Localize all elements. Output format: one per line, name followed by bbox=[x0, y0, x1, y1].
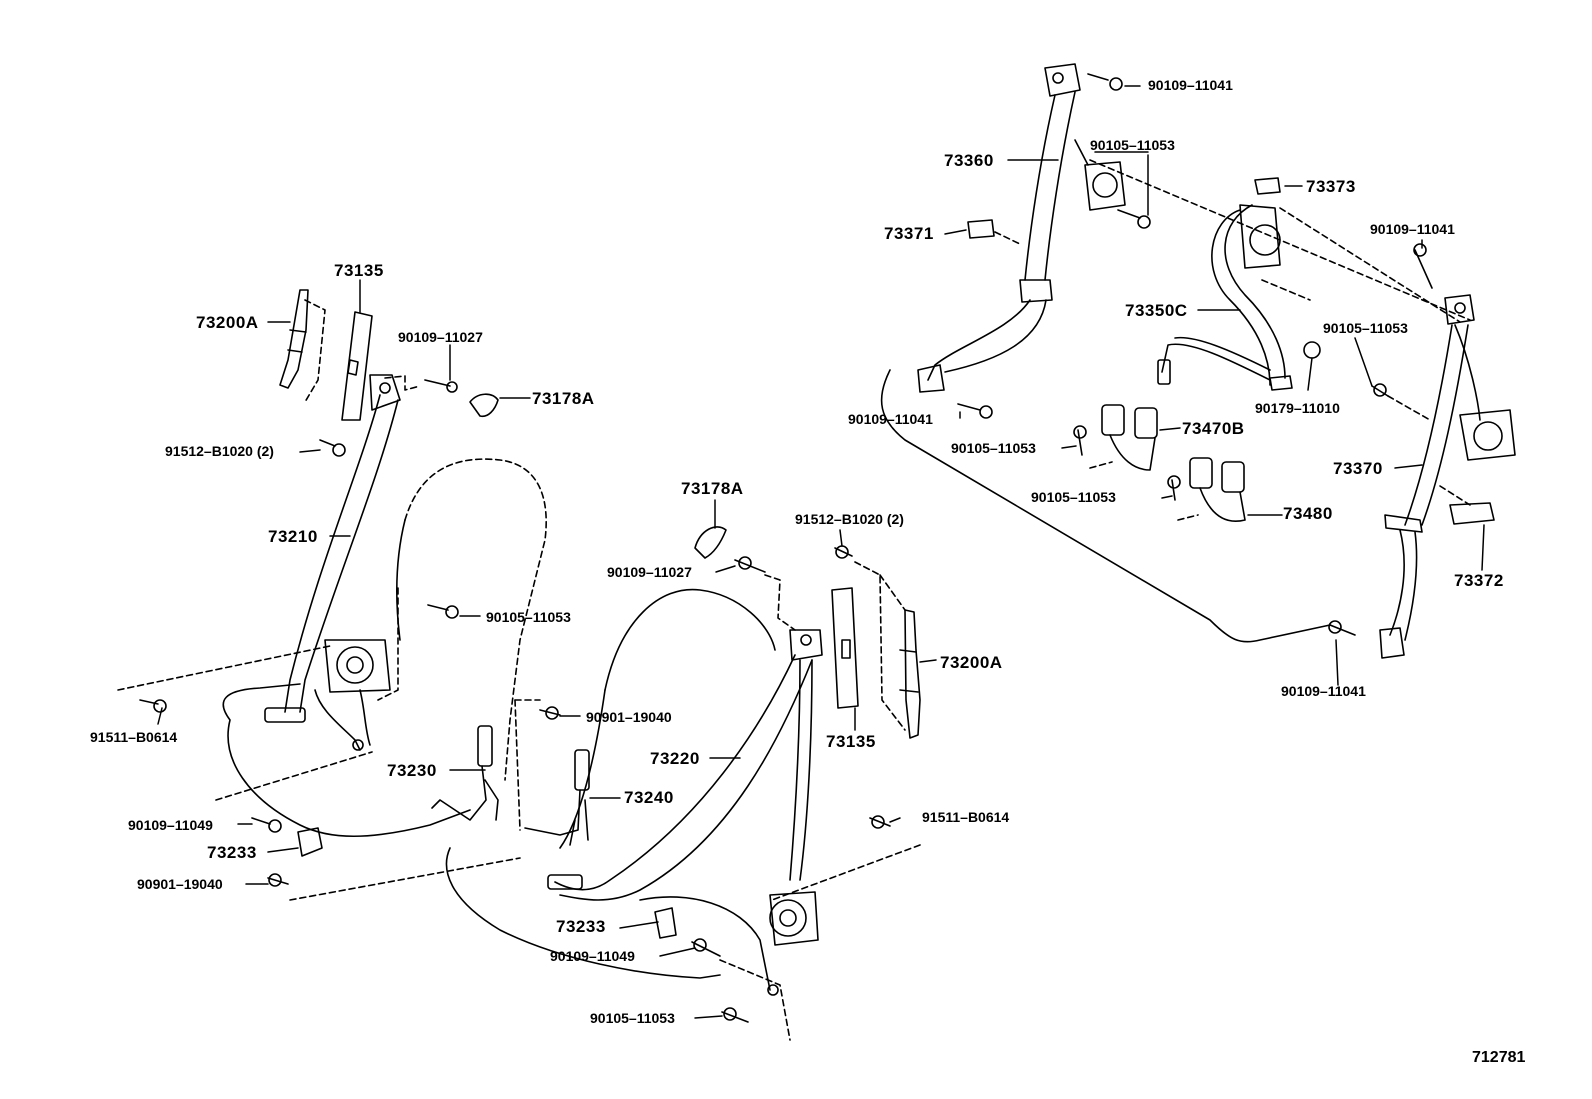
rear-bolts bbox=[957, 73, 1433, 636]
seat-belt-73210-assembly bbox=[264, 374, 401, 751]
cover-73233-center bbox=[654, 907, 677, 939]
seat-belt-73220-assembly bbox=[547, 629, 823, 996]
seat-belt-73370-assembly bbox=[1379, 294, 1516, 659]
cover-73178A-left bbox=[469, 393, 499, 418]
label-leader-lines bbox=[157, 85, 1485, 1019]
part-label-90109-11049-left: 90109–11049 bbox=[128, 817, 213, 833]
center-bolts bbox=[539, 545, 891, 1023]
part-label-91511-B0614-center: 91511–B0614 bbox=[922, 809, 1010, 825]
part-label-90901-19040-left: 90901–19040 bbox=[137, 876, 223, 892]
part-label-90109-11049-center: 90109–11049 bbox=[550, 948, 635, 964]
cover-73373 bbox=[1254, 177, 1281, 195]
part-label-73371: 73371 bbox=[884, 224, 934, 243]
part-label-73220: 73220 bbox=[650, 749, 700, 768]
part-label-91512-B1020-center: 91512–B1020 (2) bbox=[795, 511, 904, 527]
front-seat-left-outline bbox=[222, 458, 547, 838]
part-label-90901-19040-center: 90901–19040 bbox=[586, 709, 672, 725]
part-label-90105-11053-rear-top: 90105–11053 bbox=[1090, 137, 1175, 153]
cover-73371 bbox=[967, 219, 995, 239]
part-label-90105-11053-rear-low: 90105–11053 bbox=[1031, 489, 1116, 505]
seat-belt-73350C-assembly bbox=[1157, 204, 1293, 391]
part-label-91511-B0614-left: 91511–B0614 bbox=[90, 729, 178, 745]
part-label-73372: 73372 bbox=[1454, 571, 1504, 590]
part-label-73370: 73370 bbox=[1333, 459, 1383, 478]
part-label-90109-11041-top: 90109–11041 bbox=[1148, 77, 1233, 93]
shoulder-adjuster-73200A-right bbox=[899, 609, 921, 739]
part-label-73200A-right: 73200A bbox=[940, 653, 1003, 672]
part-label-73200A-left: 73200A bbox=[196, 313, 259, 332]
buckle-73230 bbox=[431, 725, 499, 821]
part-label-90105-11053-bottom: 90105–11053 bbox=[590, 1010, 675, 1026]
part-label-73360: 73360 bbox=[944, 151, 994, 170]
cover-73135-left bbox=[341, 311, 373, 421]
cover-73233-left bbox=[297, 827, 323, 857]
part-label-90179-11010: 90179–11010 bbox=[1255, 400, 1340, 416]
rear-leader-dashes bbox=[994, 207, 1471, 521]
part-label-73233-center: 73233 bbox=[556, 917, 606, 936]
part-label-90105-11053-rear-right: 90105–11053 bbox=[1323, 320, 1408, 336]
part-label-73135-left: 73135 bbox=[334, 261, 384, 280]
buckle-73480 bbox=[1189, 457, 1246, 522]
front-seat-right-outline bbox=[445, 588, 776, 979]
cover-73178A-center bbox=[694, 526, 727, 559]
part-label-73480: 73480 bbox=[1283, 504, 1333, 523]
part-label-73240: 73240 bbox=[624, 788, 674, 807]
part-label-90109-11027-center: 90109–11027 bbox=[607, 564, 692, 580]
left-leader-dashes bbox=[117, 299, 521, 901]
part-label-73470B: 73470B bbox=[1182, 419, 1245, 438]
diagram-id: 712781 bbox=[1472, 1049, 1526, 1066]
buckle-73470B bbox=[1101, 404, 1158, 471]
cover-73372 bbox=[1449, 502, 1495, 525]
part-label-90105-11053-left: 90105–11053 bbox=[486, 609, 571, 625]
part-label-91512-B1020-left: 91512–B1020 (2) bbox=[165, 443, 274, 459]
buckle-73240 bbox=[524, 749, 590, 846]
part-label-90109-11041-right: 90109–11041 bbox=[1370, 221, 1455, 237]
part-label-90109-11027-left: 90109–11027 bbox=[398, 329, 483, 345]
part-label-73178A-center: 73178A bbox=[681, 479, 744, 498]
part-label-73373: 73373 bbox=[1306, 177, 1356, 196]
part-label-73135-center: 73135 bbox=[826, 732, 876, 751]
shoulder-adjuster-73200A-left bbox=[279, 289, 309, 389]
part-label-73210: 73210 bbox=[268, 527, 318, 546]
part-label-73178A-left: 73178A bbox=[532, 389, 595, 408]
part-label-73350C: 73350C bbox=[1125, 301, 1188, 320]
seat-belt-73360-assembly bbox=[917, 63, 1126, 393]
center-leader-dashes bbox=[514, 561, 921, 1041]
part-label-73230: 73230 bbox=[387, 761, 437, 780]
part-label-73233-left: 73233 bbox=[207, 843, 257, 862]
cover-73135-center bbox=[831, 587, 859, 709]
part-label-90109-11041-left-rear: 90109–11041 bbox=[848, 411, 933, 427]
part-label-90109-11041-bottom: 90109–11041 bbox=[1281, 683, 1366, 699]
part-label-90105-11053-rear-mid: 90105–11053 bbox=[951, 440, 1036, 456]
left-bolts bbox=[139, 379, 459, 887]
